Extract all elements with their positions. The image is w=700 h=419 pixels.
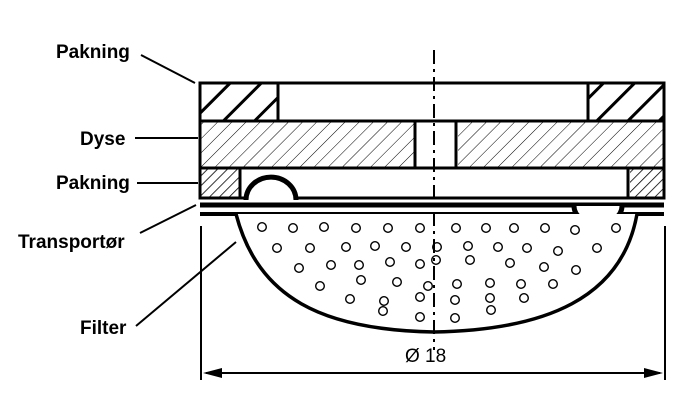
filter-pore <box>272 242 283 253</box>
filter-pore <box>540 222 551 233</box>
filter-pore <box>257 221 268 232</box>
filter-pore <box>611 222 622 233</box>
filter-pore <box>522 242 533 253</box>
filter-pore <box>493 241 504 252</box>
filter-pore <box>294 263 305 274</box>
filter-pore <box>465 254 476 265</box>
filter-pore <box>450 295 461 306</box>
filter-pore <box>288 222 299 233</box>
filter-pore <box>505 258 516 269</box>
filter-pore <box>379 296 390 307</box>
filter-pore <box>305 242 316 253</box>
filter-pore <box>378 306 389 317</box>
filter-pore <box>351 222 362 233</box>
label-filter: Filter <box>80 318 127 339</box>
leader-lines <box>135 54 237 327</box>
filter-pore <box>385 257 396 268</box>
filter-pore <box>415 312 426 323</box>
filter-pore <box>415 292 426 303</box>
filter-pore <box>315 281 326 292</box>
filter-pore <box>423 281 434 292</box>
filter-pore <box>485 278 496 289</box>
filter-pore <box>592 242 603 253</box>
nozzle-plate <box>198 119 666 170</box>
filter-pore <box>485 293 496 304</box>
left-bubble <box>243 174 299 201</box>
filter-pore <box>415 259 426 270</box>
label-dyse: Dyse <box>80 129 125 150</box>
filter-pore <box>345 294 356 305</box>
filter-pore <box>481 222 492 233</box>
label-pakning-top: Pakning <box>56 42 130 63</box>
filter-pore <box>509 222 520 233</box>
filter-pore <box>452 279 463 290</box>
label-transportor: Transportør <box>18 232 125 253</box>
dimension-diameter: Ø 18 <box>200 226 666 380</box>
filter-pore <box>415 222 426 233</box>
filter-pore <box>319 221 330 232</box>
filter-pore <box>571 265 582 276</box>
filter-pore <box>548 279 559 290</box>
filter-pore <box>553 245 564 256</box>
filter-pore <box>463 240 474 251</box>
filter-pore <box>401 241 412 252</box>
filter-pore <box>341 241 352 252</box>
filter-pore <box>370 240 381 251</box>
filter-pore <box>451 222 462 233</box>
filter-pore <box>516 279 527 290</box>
filter-pore <box>392 277 403 288</box>
diameter-label: Ø 18 <box>405 346 446 367</box>
filter-pore <box>486 305 497 316</box>
filter-pore <box>356 275 367 286</box>
filter-pore <box>326 260 337 271</box>
filter-pore <box>383 222 394 233</box>
filter-pores <box>257 221 622 324</box>
filter-pore <box>431 254 442 265</box>
label-pakning-bottom: Pakning <box>56 173 130 194</box>
filter-pore <box>519 293 530 304</box>
filter-pore <box>450 313 461 324</box>
top-gasket <box>198 81 666 123</box>
filter-pore <box>539 262 550 273</box>
filter-pore <box>354 260 365 271</box>
filter-pore <box>570 224 581 235</box>
